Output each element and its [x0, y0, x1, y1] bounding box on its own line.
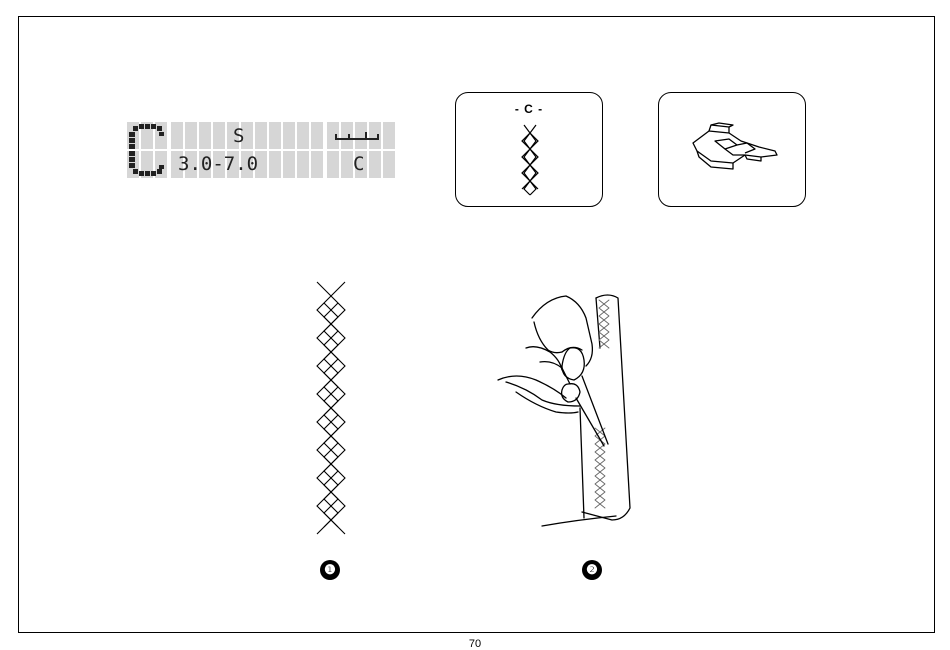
- lcd-foot-code: C: [353, 155, 364, 174]
- step-marker-1: ❶: [320, 560, 340, 580]
- lcd-stitch-symbol: S: [233, 127, 244, 146]
- stitch-sample-illustration: [313, 280, 349, 540]
- presser-foot-box: [658, 92, 806, 207]
- stitch-pattern-label: - C -: [456, 102, 602, 116]
- lcd-width-range: 3.0-7.0: [178, 155, 258, 174]
- lcd-display: S 3.0-7.0 C: [127, 122, 399, 179]
- page-number: 70: [0, 638, 950, 650]
- cutting-fabric-illustration: [496, 288, 646, 538]
- step-marker-2: ❷: [582, 560, 602, 580]
- stitch-pattern-box: - C -: [455, 92, 603, 207]
- presser-foot-icon: [689, 121, 781, 181]
- double-cross-stitch-icon: [516, 123, 544, 197]
